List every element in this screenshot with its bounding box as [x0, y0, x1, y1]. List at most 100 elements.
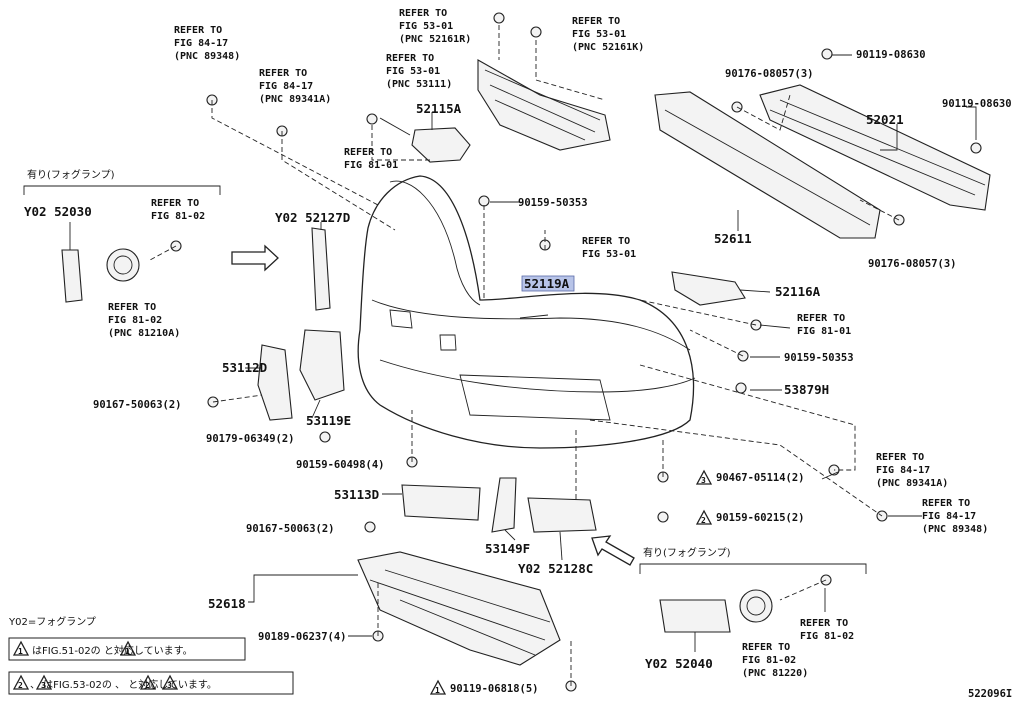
fog-cover-52040[interactable]: [659, 599, 731, 633]
svg-text:(PNC 89341A): (PNC 89341A): [876, 478, 948, 489]
label-52611[interactable]: 52611: [714, 231, 752, 246]
svg-text:REFER TO: REFER TO: [174, 25, 222, 36]
absorber-52611[interactable]: [654, 91, 881, 239]
ref-fig-53-01-52161K[interactable]: REFER TO FIG 53-01 (PNC 52161K): [572, 16, 644, 53]
svg-text:FIG 53-01: FIG 53-01: [399, 21, 453, 32]
svg-text:(PNC 52161K): (PNC 52161K): [572, 42, 644, 53]
svg-text:FIG 81-01: FIG 81-01: [797, 326, 851, 337]
label-52128C[interactable]: Y02 52128C: [518, 561, 593, 576]
svg-text:REFER TO: REFER TO: [922, 498, 970, 509]
legend-y02: Y02=フォグランプ: [8, 615, 96, 628]
ref-fig-81-01-right[interactable]: REFER TO FIG 81-01: [797, 313, 851, 337]
triangle-2-90159: 2: [695, 509, 713, 525]
fog-cover-52127D[interactable]: [311, 227, 331, 311]
grille-53113D[interactable]: [401, 484, 481, 521]
fog-lamp-left[interactable]: [106, 248, 140, 282]
ref-fig-84-17-89348-top[interactable]: REFER TO FIG 84-17 (PNC 89348): [174, 25, 240, 62]
ref-fig-81-02-81210A[interactable]: REFER TO FIG 81-02 (PNC 81210A): [108, 302, 180, 339]
label-52618[interactable]: 52618: [208, 596, 246, 611]
leader-lines: [69, 54, 977, 652]
label-90119-06818[interactable]: 90119-06818(5): [450, 683, 539, 695]
label-52030[interactable]: Y02 52030: [24, 204, 92, 219]
seal-53119E[interactable]: [299, 329, 345, 401]
svg-text:FIG 81-02: FIG 81-02: [742, 655, 796, 666]
ref-fig-81-02-81220[interactable]: REFER TO FIG 81-02 (PNC 81220): [742, 642, 808, 679]
svg-text:REFER TO: REFER TO: [386, 53, 434, 64]
bracket-53149F[interactable]: [491, 477, 517, 533]
svg-text:FIG 81-01: FIG 81-01: [344, 160, 398, 171]
label-90159-60498[interactable]: 90159-60498(4): [296, 459, 385, 471]
svg-text:REFER TO: REFER TO: [742, 642, 790, 653]
svg-text:3: 3: [167, 681, 172, 690]
triangle-1-90119: 1: [429, 679, 447, 695]
label-90176-08057-b[interactable]: 90176-08057(3): [868, 258, 957, 270]
direction-arrow-left: [231, 244, 279, 272]
svg-text:2: 2: [701, 516, 706, 525]
undercover-52618[interactable]: [357, 551, 561, 666]
ref-fig-84-17-89341A-right[interactable]: REFER TO FIG 84-17 (PNC 89341A): [876, 452, 948, 489]
svg-text:(PNC 53111): (PNC 53111): [386, 79, 452, 90]
svg-text:1: 1: [435, 686, 440, 695]
retainer-52116A[interactable]: [671, 271, 746, 306]
label-90159-50353-b[interactable]: 90159-50353: [784, 352, 854, 364]
label-90189-06237[interactable]: 90189-06237(4): [258, 631, 347, 643]
label-52021[interactable]: 52021: [866, 112, 904, 127]
svg-text:REFER TO: REFER TO: [108, 302, 156, 313]
label-52127D[interactable]: Y02 52127D: [275, 210, 350, 225]
note-box-1: 1 1 はFIG.51-02の と対応しています。: [8, 637, 246, 661]
fog-with-label-left: 有り(フォグランプ): [27, 168, 115, 181]
ref-fig-53-01-52161R[interactable]: REFER TO FIG 53-01 (PNC 52161R): [399, 8, 471, 45]
svg-text:3: 3: [41, 681, 46, 690]
svg-text:(PNC 89341A): (PNC 89341A): [259, 94, 331, 105]
grille-bracket-upper[interactable]: [477, 59, 611, 151]
label-52116A[interactable]: 52116A: [775, 284, 821, 299]
label-90167-50063-a[interactable]: 90167-50063(2): [93, 399, 182, 411]
label-90159-50353-a[interactable]: 90159-50353: [518, 197, 588, 209]
label-90119-08630-b[interactable]: 90119-08630: [942, 98, 1012, 110]
label-90179-06349[interactable]: 90179-06349(2): [206, 433, 295, 445]
fog-group-bracket-right: [639, 563, 867, 574]
label-52115A[interactable]: 52115A: [416, 101, 462, 116]
bumper-reinforcement-52021[interactable]: [759, 84, 991, 211]
ref-fig-81-02-right-small[interactable]: REFER TO FIG 81-02: [800, 618, 854, 642]
bracket-52115A[interactable]: [411, 127, 471, 163]
fog-cover-52030[interactable]: [61, 249, 83, 303]
svg-text:3: 3: [701, 476, 706, 485]
triangle-3-90467: 3: [695, 469, 713, 485]
fog-lamp-right[interactable]: [739, 589, 773, 623]
label-90119-08630-a[interactable]: 90119-08630: [856, 49, 926, 61]
label-90467-05114[interactable]: 90467-05114(2): [716, 472, 805, 484]
label-53149F[interactable]: 53149F: [485, 541, 530, 556]
label-52040[interactable]: Y02 52040: [645, 656, 713, 671]
label-52119A[interactable]: 52119A: [524, 276, 570, 291]
label-90159-60215[interactable]: 90159-60215(2): [716, 512, 805, 524]
direction-arrow-right: [591, 535, 635, 566]
bracket-53112D[interactable]: [257, 344, 293, 421]
svg-text:FIG 84-17: FIG 84-17: [922, 511, 976, 522]
label-53113D[interactable]: 53113D: [334, 487, 379, 502]
svg-text:FIG 53-01: FIG 53-01: [386, 66, 440, 77]
ref-fig-81-02-small[interactable]: REFER TO FIG 81-02: [151, 198, 205, 222]
ref-fig-84-17-89341A-top[interactable]: REFER TO FIG 84-17 (PNC 89341A): [259, 68, 331, 105]
label-53879H[interactable]: 53879H: [784, 382, 829, 397]
label-90167-50063-b[interactable]: 90167-50063(2): [246, 523, 335, 535]
ref-fig-81-01-upper[interactable]: REFER TO FIG 81-01: [344, 147, 398, 171]
svg-text:REFER TO: REFER TO: [572, 16, 620, 27]
label-90176-08057-a[interactable]: 90176-08057(3): [725, 68, 814, 80]
figure-id: 522096I: [968, 688, 1012, 700]
label-53119E[interactable]: 53119E: [306, 413, 351, 428]
svg-text:(PNC 81210A): (PNC 81210A): [108, 328, 180, 339]
ref-fig-53-01-53111[interactable]: REFER TO FIG 53-01 (PNC 53111): [386, 53, 452, 90]
svg-text:2: 2: [18, 681, 23, 690]
label-53112D[interactable]: 53112D: [222, 360, 267, 375]
ref-fig-84-17-89348-right[interactable]: REFER TO FIG 84-17 (PNC 89348): [922, 498, 988, 535]
svg-text:FIG 81-02: FIG 81-02: [800, 631, 854, 642]
svg-text:(PNC 89348): (PNC 89348): [922, 524, 988, 535]
fog-group-bracket-left: [23, 185, 221, 195]
ref-fig-53-01-center[interactable]: REFER TO FIG 53-01: [582, 236, 636, 260]
highlight-52119A: [521, 275, 575, 292]
bumper-cover-52119A[interactable]: [357, 175, 696, 449]
fog-cover-52128C[interactable]: [527, 497, 597, 533]
svg-text:2: 2: [145, 681, 150, 690]
